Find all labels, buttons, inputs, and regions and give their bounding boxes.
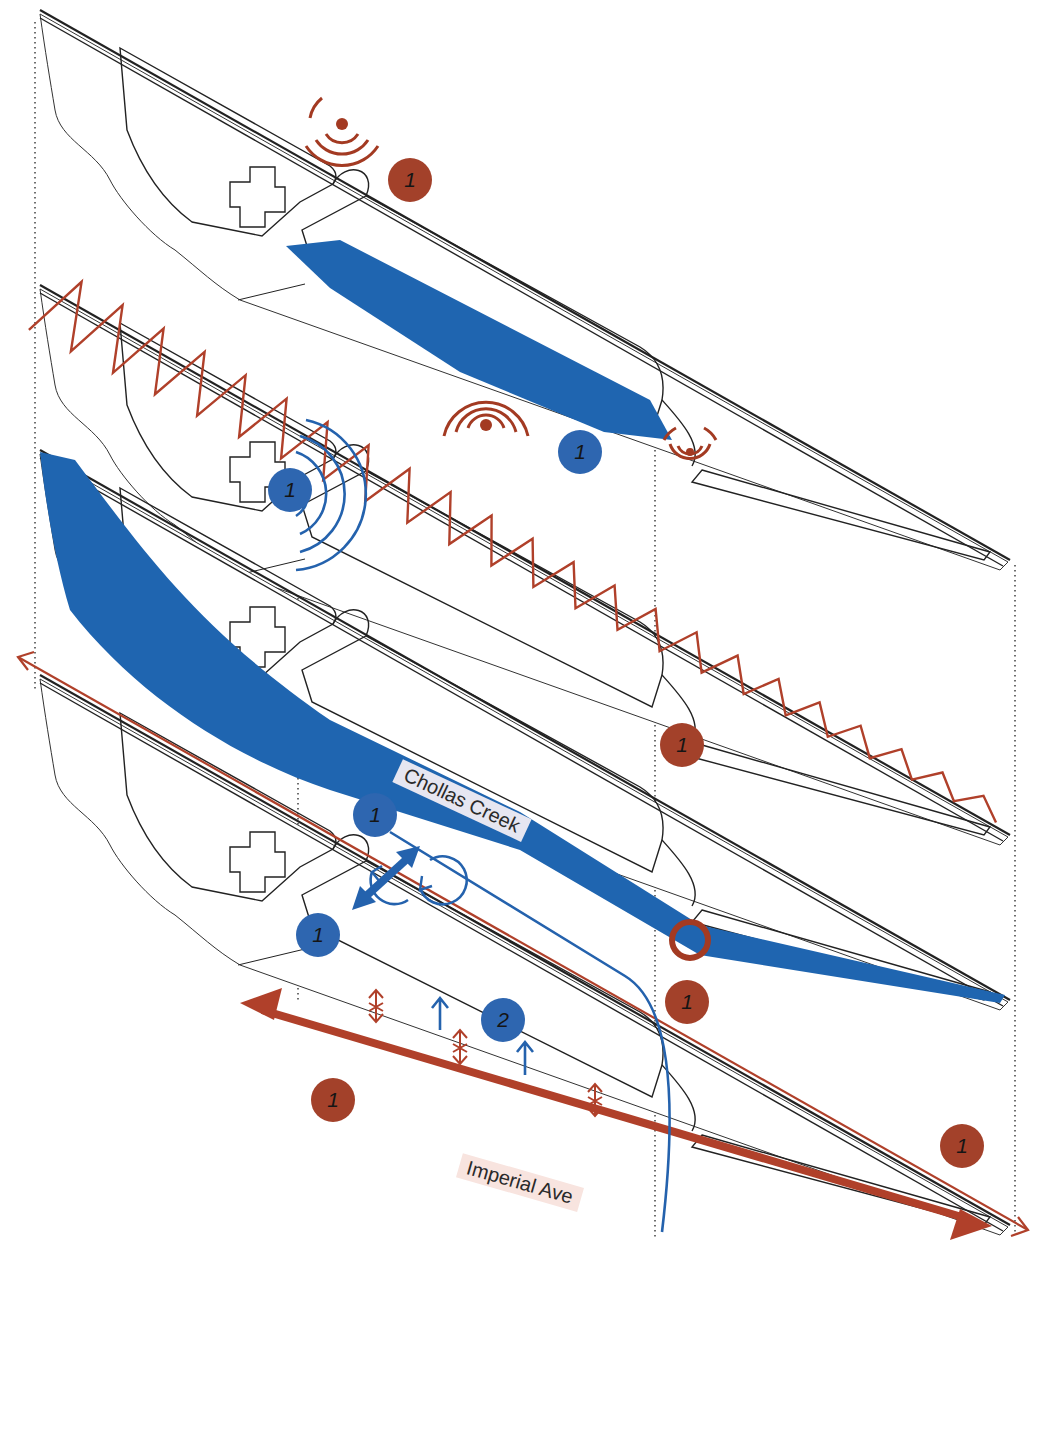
callout-circle: 1 [660, 723, 704, 767]
callout-circle: 1 [558, 430, 602, 474]
callout-circle: 1 [296, 913, 340, 957]
callout-number: 1 [312, 923, 324, 947]
callout-circle: 1 [940, 1124, 984, 1168]
callout-number: 1 [676, 733, 688, 757]
callout-number: 1 [284, 478, 296, 502]
place-label: Imperial Ave [456, 1153, 584, 1212]
callout-number: 1 [404, 168, 416, 192]
callout-circle: 1 [268, 468, 312, 512]
callout-circle: 2 [481, 998, 525, 1042]
callout-circle: 1 [388, 158, 432, 202]
callout-circle: 1 [665, 980, 709, 1024]
callout-number: 2 [497, 1008, 509, 1032]
callout-number: 1 [327, 1088, 339, 1112]
callout-circle: 1 [311, 1078, 355, 1122]
callout-number: 1 [681, 990, 693, 1014]
callout-circle: 1 [353, 793, 397, 837]
callout-number: 1 [574, 440, 586, 464]
callout-number: 1 [369, 803, 381, 827]
callout-number: 1 [956, 1134, 968, 1158]
place-label: Chollas Creek [393, 759, 532, 842]
